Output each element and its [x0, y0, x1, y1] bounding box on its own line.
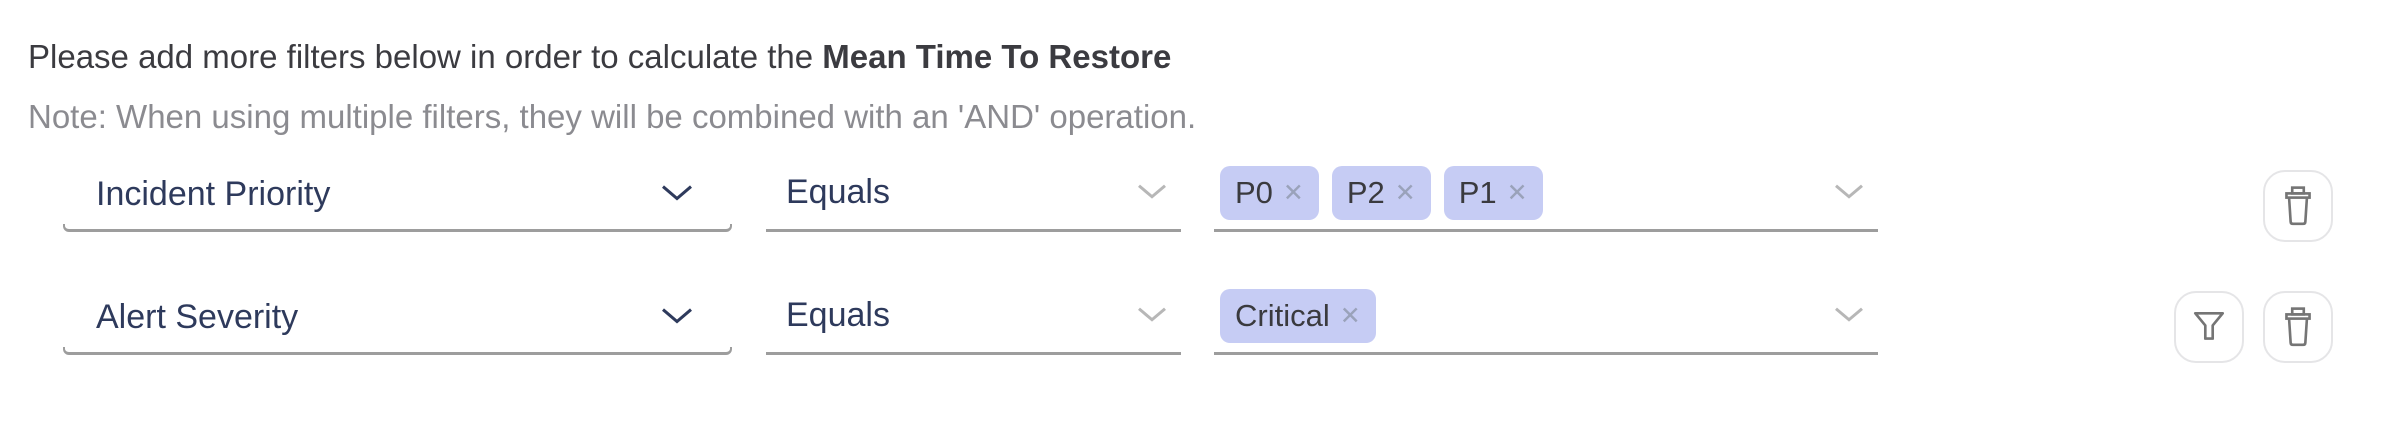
trash-icon [2285, 307, 2311, 347]
field-underline [63, 347, 732, 355]
chevron-down-icon [1138, 307, 1166, 322]
chevron-down-icon [1835, 184, 1863, 199]
values-multiselect[interactable]: P0 ✕ P2 ✕ P1 ✕ [1214, 156, 1878, 232]
tag-remove-icon[interactable]: ✕ [1506, 179, 1528, 207]
trash-icon [2285, 186, 2311, 226]
funnel-icon [2193, 311, 2225, 340]
operator-select-value: Equals [786, 296, 890, 334]
tag-remove-icon[interactable]: ✕ [1339, 302, 1361, 330]
page-title: Please add more filters below in order t… [28, 36, 1171, 78]
intro-text: Please add more filters below in order t… [28, 38, 823, 75]
chevron-down-icon [1835, 307, 1863, 322]
operator-select[interactable]: Equals [766, 156, 1181, 232]
tag-remove-icon[interactable]: ✕ [1394, 179, 1416, 207]
value-tag: P1 ✕ [1443, 165, 1543, 220]
chevron-down-icon [662, 308, 692, 324]
chevron-down-icon [662, 185, 692, 201]
field-select-value: Alert Severity [96, 297, 299, 336]
metric-name: Mean Time To Restore [822, 38, 1172, 75]
field-select-value: Incident Priority [96, 174, 331, 213]
operator-select[interactable]: Equals [766, 279, 1181, 355]
delete-filter-button[interactable] [2263, 170, 2333, 242]
tag-label: Critical [1235, 297, 1330, 333]
field-underline [63, 224, 732, 232]
delete-filter-button[interactable] [2263, 291, 2333, 363]
chevron-down-icon [1138, 184, 1166, 199]
values-multiselect[interactable]: Critical ✕ [1214, 279, 1878, 355]
tag-label: P2 [1346, 174, 1385, 210]
filter-row: Alert Severity Equals Critical ✕ [0, 279, 2408, 363]
tag-label: P0 [1235, 174, 1273, 210]
field-select[interactable]: Incident Priority [63, 156, 732, 232]
value-tag: P0 ✕ [1220, 165, 1319, 220]
tag-label: P1 [1458, 174, 1497, 210]
apply-filter-button[interactable] [2174, 291, 2244, 363]
value-tag: P2 ✕ [1331, 165, 1431, 220]
value-tag: Critical ✕ [1220, 288, 1376, 343]
field-select[interactable]: Alert Severity [63, 279, 732, 355]
tag-remove-icon[interactable]: ✕ [1282, 179, 1304, 207]
note-text: Note: When using multiple filters, they … [28, 98, 1197, 135]
filter-row: Incident Priority Equals P0 ✕ P2 ✕ P1 [0, 156, 2408, 242]
operator-select-value: Equals [786, 173, 890, 211]
